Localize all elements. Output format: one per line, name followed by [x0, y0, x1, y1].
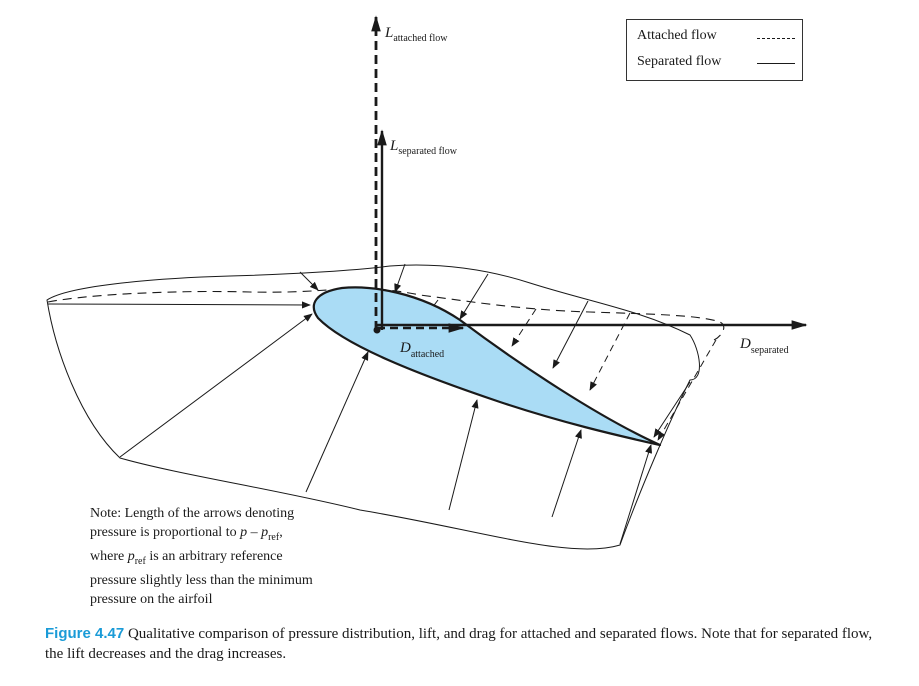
figure-number: Figure 4.47 — [45, 625, 125, 642]
legend-attached-label: Attached flow — [637, 28, 717, 43]
pressure-arrow — [619, 444, 653, 545]
pressure-arrow — [394, 263, 406, 293]
pressure-arrow — [511, 308, 537, 347]
pressure-arrow — [551, 429, 582, 518]
legend: Attached flow Separated flow — [626, 19, 803, 81]
legend-attached-line — [757, 38, 795, 39]
lift-separated-label: Lseparated flow — [389, 138, 458, 157]
diagram-note: Note: Length of the arrows denoting pres… — [90, 506, 313, 607]
separated-flow-envelope — [46, 264, 700, 550]
pressure-arrow — [305, 351, 369, 493]
pressure-arrow — [299, 271, 319, 291]
pressure-arrow — [459, 273, 489, 320]
pressure-arrow — [552, 300, 589, 369]
pressure-arrow — [448, 399, 479, 511]
legend-separated-line — [757, 63, 795, 64]
pressure-arrow — [119, 313, 313, 458]
separated-flow-pressure-arrows — [47, 263, 691, 545]
pressure-arrow — [653, 381, 691, 438]
pressure-arrow — [47, 301, 311, 309]
figure-caption: Figure 4.47 Qualitative comparison of pr… — [45, 624, 885, 664]
drag-attached-label: Dattached — [399, 340, 444, 360]
drag-separated-label: Dseparated — [739, 336, 789, 356]
lift-attached-label: Lattached flow — [384, 25, 448, 44]
force-origin-point — [373, 326, 381, 334]
pressure-arrow — [657, 339, 717, 441]
legend-separated-label: Separated flow — [637, 54, 722, 69]
airfoil — [312, 286, 662, 447]
caption-text: Qualitative comparison of pressure distr… — [45, 626, 873, 662]
